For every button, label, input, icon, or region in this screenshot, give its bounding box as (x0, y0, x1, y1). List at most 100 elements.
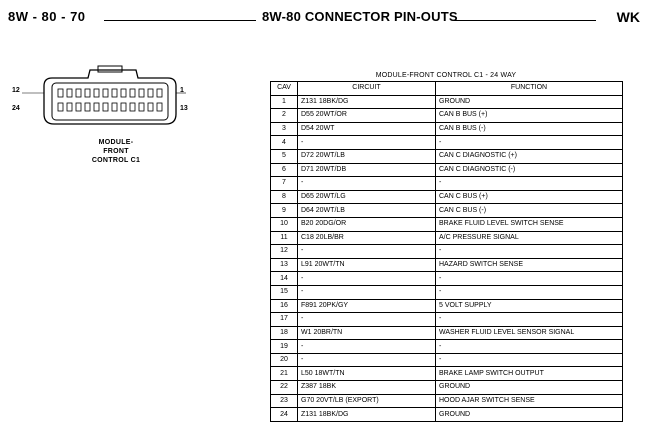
connector-name-line3: CONTROL C1 (91, 157, 141, 164)
circuit-cell: - (297, 312, 436, 327)
cav-cell: 23 (270, 393, 298, 409)
circuit-cell: C18 20LB/BR (297, 230, 436, 246)
function-cell: BRAKE LAMP SWITCH OUTPUT (435, 366, 623, 382)
circuit-cell: D54 20WT (297, 121, 436, 137)
function-cell: HAZARD SWITCH SENSE (435, 257, 623, 273)
table-row: 15-- (270, 284, 623, 300)
cav-cell: 2 (270, 108, 298, 123)
circuit-cell: - (297, 176, 436, 191)
cavity-top (120, 88, 127, 98)
circuit-cell: Z387 18BK (297, 380, 436, 395)
circuit-cell: - (297, 339, 436, 354)
circuit-cell: Z131 18BK/DG (297, 407, 436, 422)
circuit-cell: G70 20VT/LB (EXPORT) (297, 393, 436, 409)
connector-name-line2: FRONT (103, 148, 129, 155)
cavity-top (147, 88, 154, 98)
cavity-bottom (138, 102, 145, 112)
cavity-bottom (120, 102, 127, 112)
cavity-bottom (129, 102, 136, 112)
page-header: 8W - 80 - 70 8W-80 CONNECTOR PIN-OUTS WK (8, 9, 640, 29)
header-rule-left (104, 20, 256, 21)
cavity-top (138, 88, 145, 98)
circuit-cell: - (297, 284, 436, 300)
cav-cell: 10 (270, 216, 298, 232)
circuit-cell: - (297, 271, 436, 286)
table-row: 7-- (270, 176, 623, 191)
cav-cell: 7 (270, 176, 298, 191)
cav-cell: 19 (270, 339, 298, 354)
cavity-top (75, 88, 82, 98)
table-row: 12-- (270, 244, 623, 259)
function-cell: CAN C DIAGNOSTIC (-) (435, 162, 623, 178)
cavity-top (156, 88, 163, 98)
cav-cell: 21 (270, 366, 298, 382)
table-row: 14-- (270, 271, 623, 286)
circuit-cell: W1 20BR/TN (297, 325, 436, 341)
function-cell: GROUND (435, 407, 623, 422)
function-cell: A/C PRESSURE SIGNAL (435, 230, 623, 246)
pin-label-12: 12 (12, 87, 20, 94)
cav-cell: 5 (270, 148, 298, 164)
table-title: MODULE-FRONT CONTROL C1 - 24 WAY (375, 72, 517, 79)
pinout-table-container: MODULE-FRONT CONTROL C1 - 24 WAY CAV CIR… (270, 70, 623, 422)
function-cell: - (435, 176, 623, 191)
cav-cell: 16 (270, 298, 298, 314)
page-reference: 8W - 80 - 70 (8, 9, 86, 24)
circuit-cell: - (297, 244, 436, 259)
function-cell: BRAKE FLUID LEVEL SWITCH SENSE (435, 216, 623, 232)
column-header-function: FUNCTION (435, 81, 623, 96)
function-cell: - (435, 135, 623, 150)
function-cell: CAN B BUS (+) (435, 108, 623, 123)
cav-cell: 14 (270, 271, 298, 286)
cav-cell: 15 (270, 284, 298, 300)
function-cell: - (435, 312, 623, 327)
function-cell: 5 VOLT SUPPLY (435, 298, 623, 314)
cavity-top (66, 88, 73, 98)
connector-name: MODULE- FRONT CONTROL C1 (76, 138, 156, 165)
model-code: WK (616, 9, 640, 25)
function-cell: HOOD AJAR SWITCH SENSE (435, 393, 623, 409)
circuit-cell: D72 20WT/LB (297, 148, 436, 164)
function-cell: - (435, 339, 623, 354)
circuit-cell: D65 20WT/LG (297, 189, 436, 205)
cavity-bottom (147, 102, 154, 112)
cavity-bottom (66, 102, 73, 112)
cavity-top (93, 88, 100, 98)
circuit-cell: D55 20WT/OR (297, 108, 436, 123)
function-cell: CAN C BUS (-) (435, 203, 623, 218)
cav-cell: 24 (270, 407, 298, 422)
cav-cell: 9 (270, 203, 298, 218)
cavity-bottom (75, 102, 82, 112)
table-row: 17-- (270, 312, 623, 327)
cav-cell: 1 (270, 94, 298, 110)
function-cell: WASHER FLUID LEVEL SENSOR SIGNAL (435, 325, 623, 341)
circuit-cell: - (297, 135, 436, 150)
function-cell: GROUND (435, 380, 623, 395)
cavity-bottom (93, 102, 100, 112)
cav-cell: 22 (270, 380, 298, 395)
circuit-cell: D64 20WT/LB (297, 203, 436, 218)
function-cell: - (435, 244, 623, 259)
pin-label-24: 24 (12, 105, 20, 112)
page-title: 8W-80 CONNECTOR PIN-OUTS (262, 9, 458, 24)
cavity-bottom (111, 102, 118, 112)
function-cell: - (435, 352, 623, 368)
circuit-cell: B20 20DG/OR (297, 216, 436, 232)
function-cell: CAN B BUS (-) (435, 121, 623, 137)
cav-cell: 3 (270, 121, 298, 137)
connector-face-drawing (22, 65, 186, 125)
cavity-top (129, 88, 136, 98)
